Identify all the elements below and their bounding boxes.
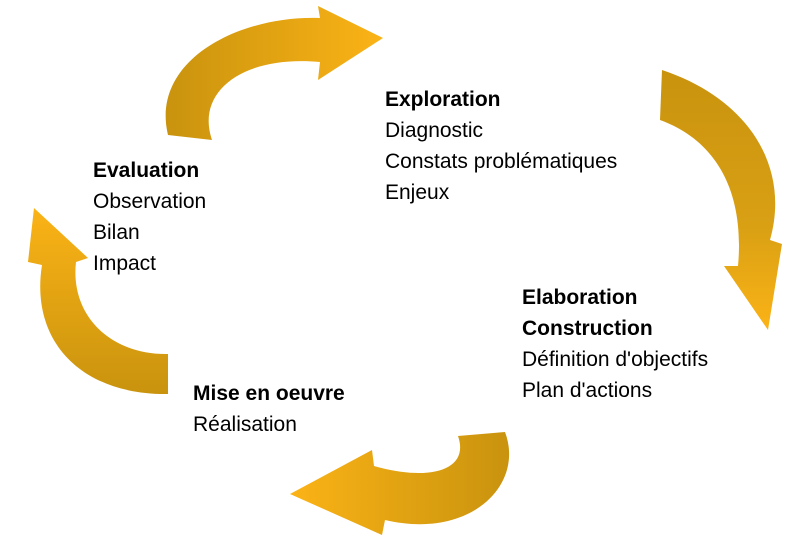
stage-item: Constats problématiques — [385, 150, 618, 173]
stage-item: Diagnostic — [385, 119, 484, 142]
stage-item: Bilan — [93, 221, 140, 244]
arrow-mise-to-evaluation — [28, 208, 168, 395]
stage-title-construction: Construction — [522, 317, 653, 340]
arrow-elaboration-to-mise — [290, 432, 510, 535]
stage-elaboration: Elaboration Construction Définition d'ob… — [522, 282, 708, 406]
stage-item: Définition d'objectifs — [522, 348, 709, 371]
stage-item: Observation — [93, 190, 207, 213]
arrow-exploration-to-elaboration — [660, 70, 782, 330]
stage-title-mise-en-oeuvre: Mise en oeuvre — [193, 382, 345, 405]
stage-item: Enjeux — [385, 181, 450, 204]
stage-item: Impact — [93, 252, 157, 275]
stage-evaluation: Evaluation Observation Bilan Impact — [93, 155, 206, 279]
stage-title-evaluation: Evaluation — [93, 159, 200, 182]
stage-title-exploration: Exploration — [385, 88, 501, 111]
stage-mise-en-oeuvre: Mise en oeuvre Réalisation — [193, 378, 345, 440]
stage-item: Plan d'actions — [522, 379, 653, 402]
stage-item: Réalisation — [193, 413, 297, 436]
stage-title-elaboration: Elaboration — [522, 286, 638, 309]
arrow-evaluation-to-exploration — [165, 6, 383, 140]
stage-exploration: Exploration Diagnostic Constats probléma… — [385, 84, 617, 208]
